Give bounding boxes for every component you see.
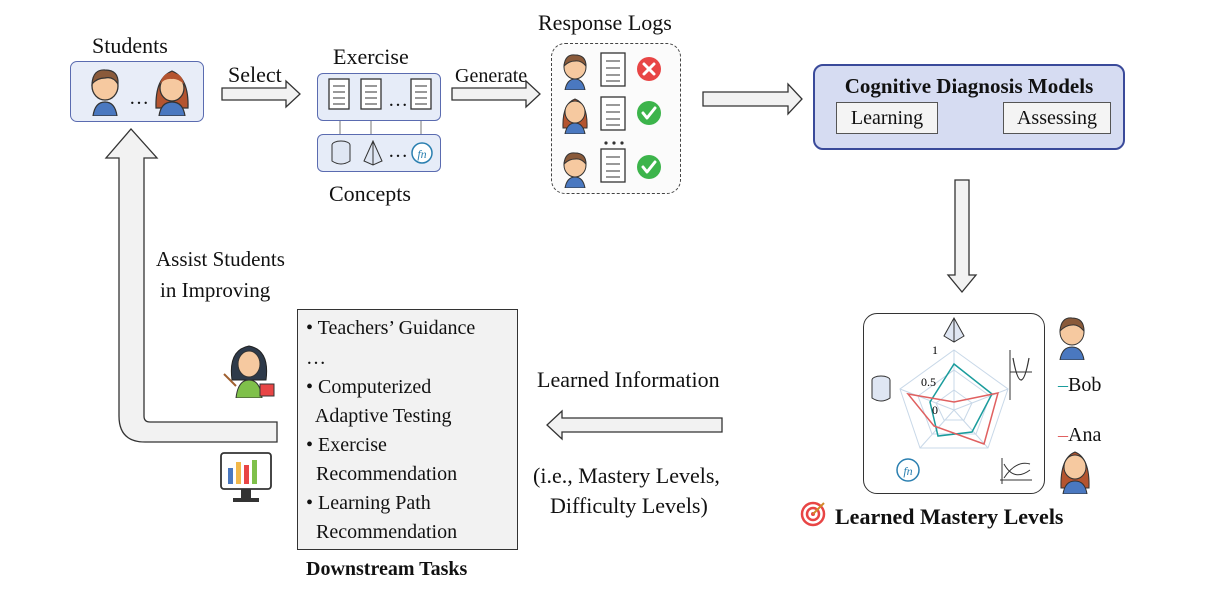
- bob-avatar: [1059, 317, 1085, 360]
- plot-icon: [1000, 458, 1032, 484]
- ana-avatar: [1060, 451, 1090, 494]
- task-line: • Computerized: [306, 376, 432, 398]
- learned-info-arrow: [546, 409, 723, 441]
- tick-05: 0.5: [921, 375, 936, 389]
- select-label: Select: [228, 62, 282, 87]
- generate-label: Generate: [455, 65, 528, 87]
- learned-info-detail-2: Difficulty Levels): [550, 493, 708, 518]
- task-line: • Learning Path: [306, 492, 431, 514]
- wrong-icon: [637, 57, 661, 81]
- assist-line-1: Assist Students: [156, 247, 285, 271]
- concepts-box: … fn: [317, 134, 441, 172]
- assist-arrow: [104, 128, 278, 443]
- cylinder-icon: [871, 375, 891, 402]
- correct-icon: [637, 101, 661, 125]
- learned-info-detail-1: (i.e., Mastery Levels,: [533, 463, 720, 488]
- cone-icon: [943, 316, 965, 343]
- tick-0: 0: [932, 403, 938, 417]
- svg-text:fn: fn: [903, 464, 912, 478]
- task-line: …: [306, 347, 326, 369]
- students-ellipsis: …: [129, 87, 149, 109]
- cdm-title: Cognitive Diagnosis Models: [844, 74, 1094, 98]
- student-boy-icon: [563, 152, 587, 188]
- ana-series: [906, 392, 1000, 445]
- students-title: Students: [92, 33, 168, 58]
- generate-arrow: [451, 79, 541, 109]
- to-cdm-arrow: [702, 82, 803, 116]
- concepts-ellipsis: …: [388, 140, 408, 162]
- exercise-sheet-icon: [328, 78, 350, 110]
- response-logs-title: Response Logs: [538, 10, 672, 35]
- down-arrow: [946, 179, 978, 294]
- cdm-box: Cognitive Diagnosis Models Learning Asse…: [813, 64, 1125, 150]
- mastery-title: Learned Mastery Levels: [835, 504, 1064, 529]
- student-girl-icon: [155, 70, 189, 116]
- exercise-title: Exercise: [333, 44, 409, 69]
- cylinder-icon: [331, 140, 351, 165]
- radar-chart: 1 0.5 0 fn: [871, 316, 1032, 484]
- students-box: …: [70, 61, 204, 122]
- assist-line-2: in Improving: [160, 278, 271, 302]
- exercise-box: …: [317, 73, 441, 121]
- student-boy-icon: [91, 69, 119, 116]
- task-line: Recommendation: [306, 521, 458, 543]
- answer-sheet-icon: [600, 148, 626, 183]
- legend-bob: –Bob: [1058, 374, 1102, 396]
- task-line: Recommendation: [306, 463, 458, 485]
- response-logs-box: [551, 43, 681, 194]
- vertical-dots: [604, 141, 624, 145]
- function-icon: fn: [411, 142, 433, 164]
- task-line: • Exercise: [306, 434, 387, 456]
- task-line: Adaptive Testing: [306, 405, 452, 427]
- cone-icon: [363, 140, 383, 166]
- graph-icon: [1009, 350, 1032, 400]
- correct-icon: [637, 155, 661, 179]
- target-icon: [800, 501, 826, 527]
- legend-ana: –Ana: [1058, 424, 1102, 446]
- learning-box: Learning: [836, 102, 938, 134]
- assessing-box: Assessing: [1003, 102, 1111, 134]
- learned-info-label: Learned Information: [537, 367, 720, 392]
- student-girl-icon: [562, 98, 588, 134]
- exercise-sheet-icon: [360, 78, 382, 110]
- function-icon: fn: [896, 458, 920, 482]
- teacher-icon: [223, 345, 275, 398]
- task-line: • Teachers’ Guidance: [306, 317, 476, 339]
- answer-sheet-icon: [600, 52, 626, 87]
- answer-sheet-icon: [600, 96, 626, 131]
- concepts-title: Concepts: [329, 181, 411, 206]
- computer-icon: [220, 452, 272, 502]
- student-boy-icon: [563, 54, 587, 90]
- exercise-sheet-icon: [410, 78, 432, 110]
- select-arrow: [221, 79, 301, 109]
- mastery-radar-box: 1 0.5 0 fn: [863, 313, 1045, 494]
- downstream-tasks-title: Downstream Tasks: [306, 558, 468, 580]
- svg-text:fn: fn: [417, 147, 426, 161]
- downstream-tasks-box: • Teachers’ Guidance … • Computerized Ad…: [297, 309, 518, 550]
- exercise-ellipsis: …: [388, 89, 408, 111]
- tick-1: 1: [932, 343, 938, 357]
